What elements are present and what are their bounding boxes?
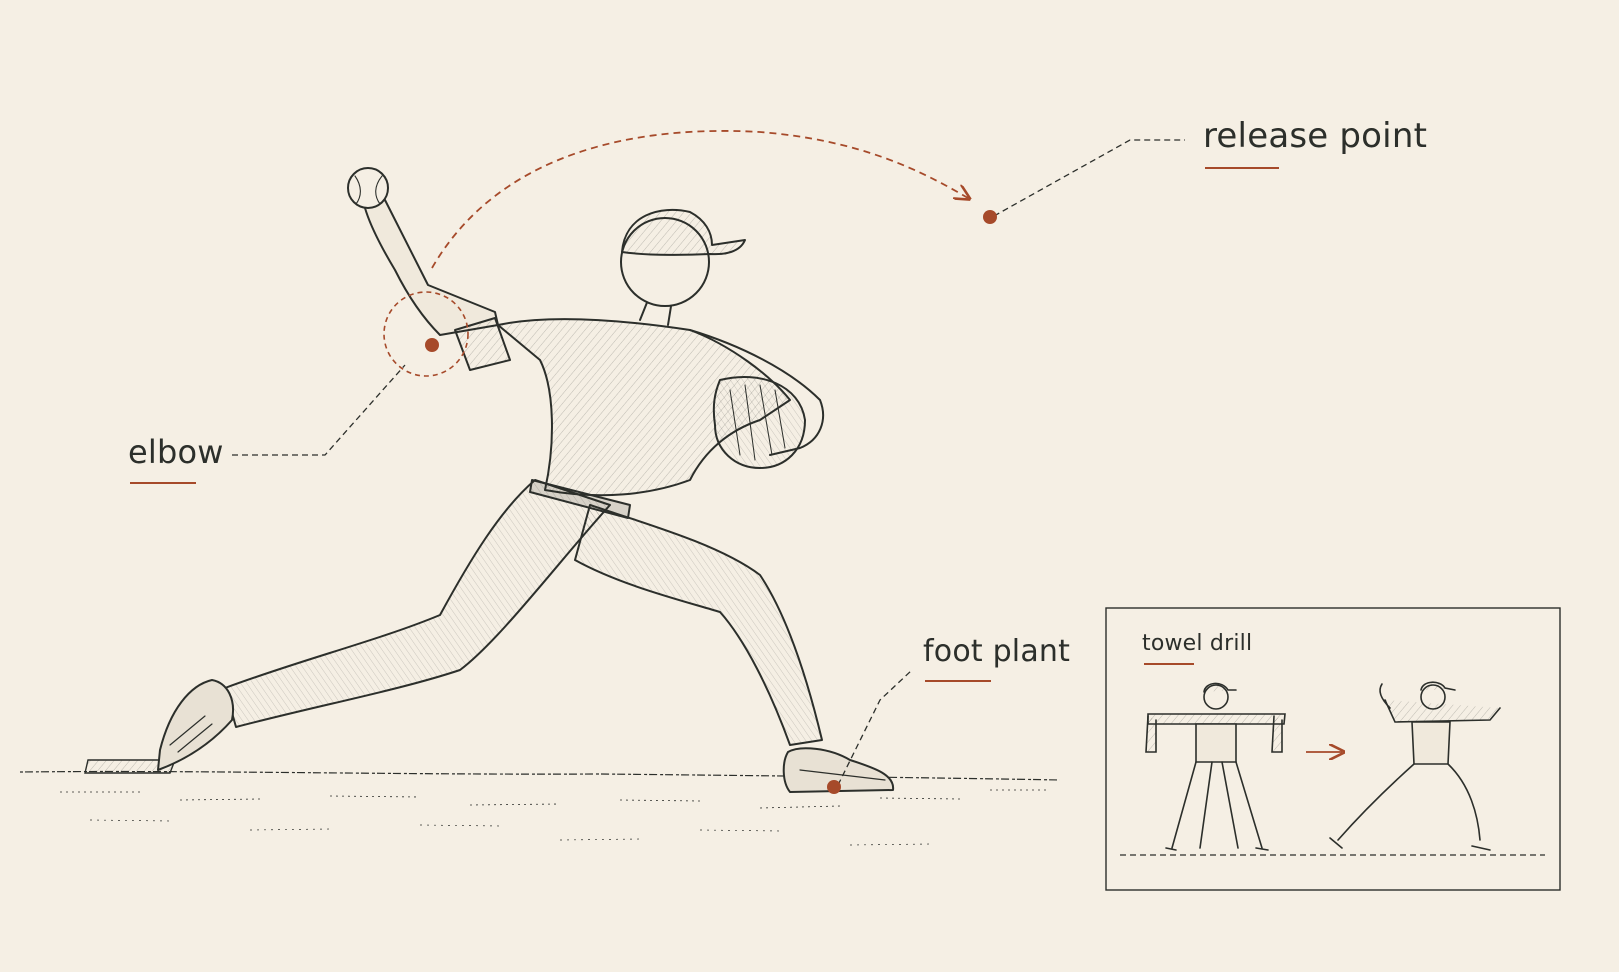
release-point-marker: [983, 210, 997, 224]
towel-drill-inset-frame: [1105, 607, 1561, 891]
elbow-marker: [425, 338, 439, 352]
pitching-rubber: [84, 759, 177, 774]
foot-plant-label: foot plant: [923, 634, 1071, 669]
release-point-label: release point: [1203, 116, 1428, 156]
pitcher-figure: [157, 167, 895, 793]
towel-drill-figure-throw: [1329, 681, 1501, 851]
cap: [621, 208, 746, 256]
towel-drill-underline: [1144, 663, 1194, 665]
throwing-arm: [364, 199, 499, 336]
foot-plant-marker: [827, 780, 841, 794]
baseball: [347, 167, 389, 209]
elbow-highlight-ring: [383, 291, 469, 377]
release-point-underline: [1205, 167, 1279, 169]
leader-lines: [232, 139, 1185, 786]
back-shoe: [157, 679, 234, 771]
leader-release-point: [993, 139, 1185, 217]
elbow-label: elbow: [128, 433, 224, 471]
towel-drill-figure-ready: [1145, 682, 1286, 851]
ground: [19, 770, 1061, 846]
towel-drill-label: towel drill: [1142, 631, 1253, 656]
glove: [712, 375, 806, 469]
leader-foot-plant: [837, 669, 913, 786]
elbow-underline: [130, 482, 196, 484]
glove-arm: [689, 329, 825, 456]
back-leg: [224, 479, 611, 728]
foot-plant-underline: [925, 680, 991, 682]
throwing-path-arrow: [431, 130, 968, 269]
front-leg: [574, 504, 823, 746]
leader-elbow: [232, 364, 406, 456]
front-shoe: [782, 747, 895, 793]
belt: [529, 479, 631, 519]
